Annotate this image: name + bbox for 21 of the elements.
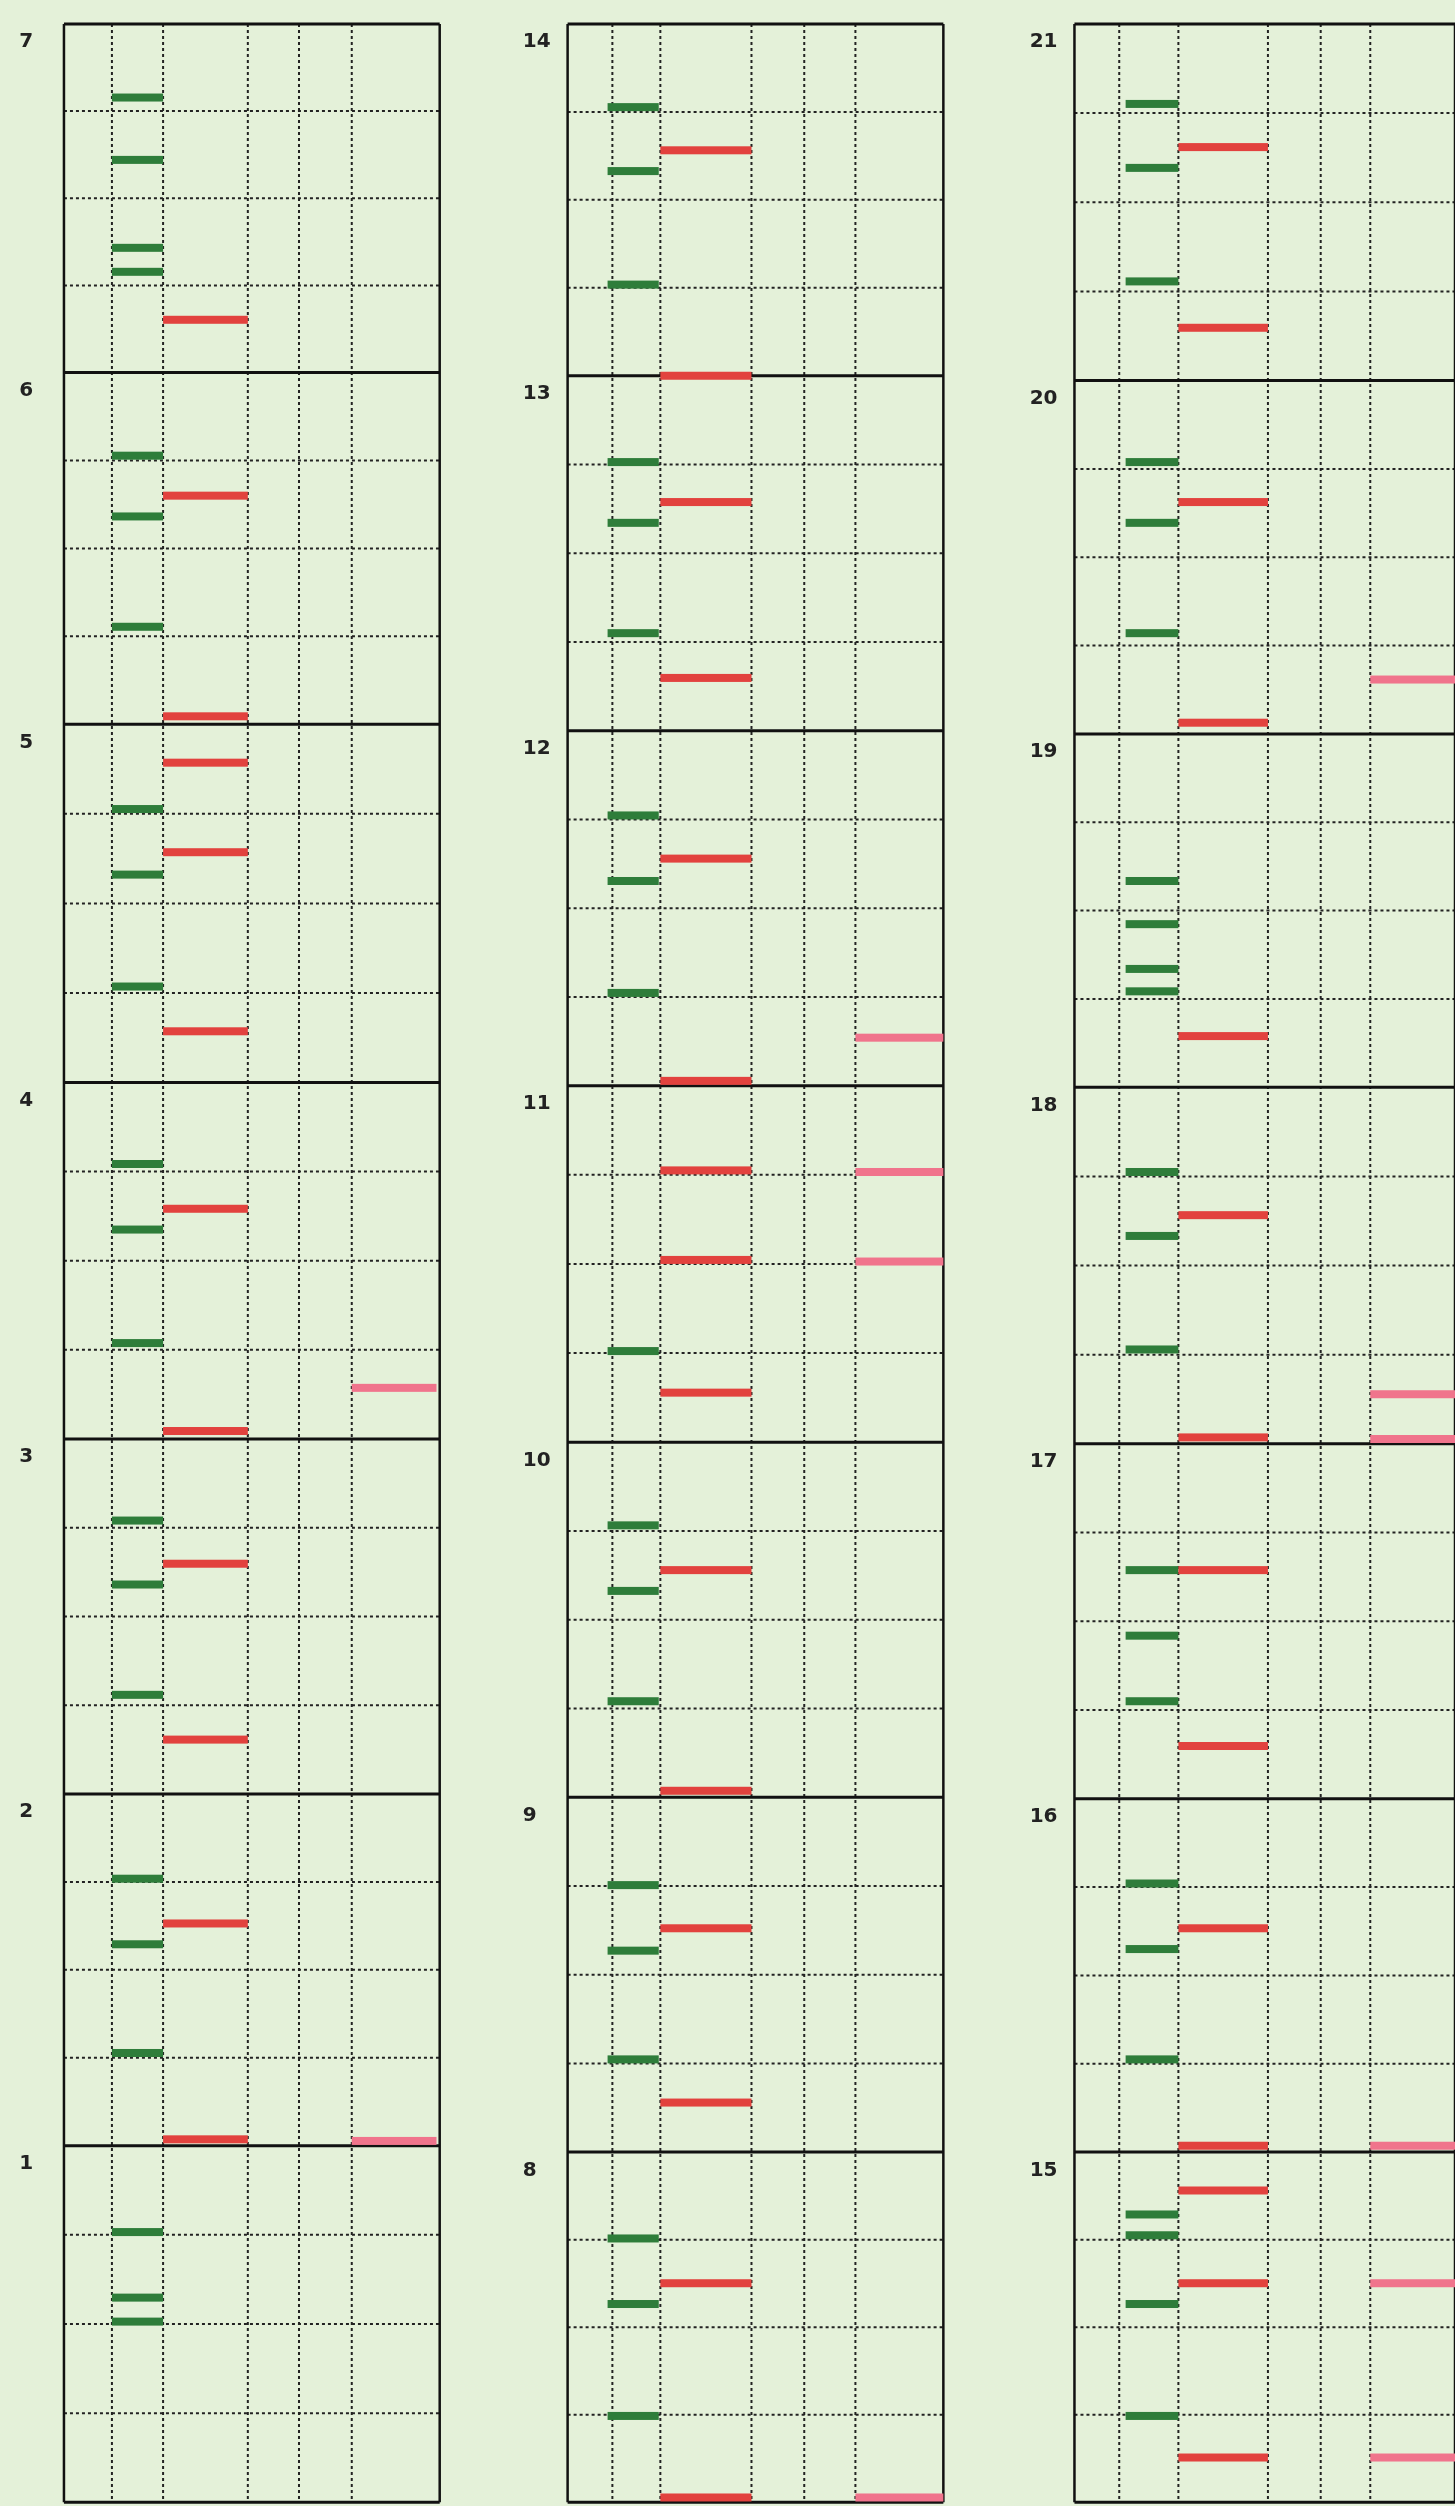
measure-number: 12	[522, 737, 551, 758]
measure-number: 8	[522, 2158, 537, 2179]
measure-number: 20	[1029, 386, 1058, 407]
measure-number: 21	[1029, 30, 1058, 51]
measure-number: 13	[522, 382, 551, 403]
measure-number: 6	[19, 378, 34, 399]
measure-number: 18	[1029, 1093, 1058, 1114]
measure-number: 9	[522, 1803, 537, 1824]
measure-number: 11	[522, 1092, 551, 1113]
measure-number: 17	[1029, 1450, 1058, 1471]
measure-number: 14	[522, 30, 551, 51]
measure-number: 1	[19, 2152, 34, 2173]
measure-number: 19	[1029, 740, 1058, 761]
measure-number: 4	[19, 1088, 34, 1109]
measure-number: 15	[1029, 2158, 1058, 2179]
measure-number: 2	[19, 1800, 34, 1821]
measure-number: 5	[19, 730, 34, 751]
measure-number: 10	[522, 1448, 551, 1469]
measure-number: 3	[19, 1445, 34, 1466]
measure-number: 7	[19, 30, 34, 51]
measure-number: 16	[1029, 1805, 1058, 1826]
